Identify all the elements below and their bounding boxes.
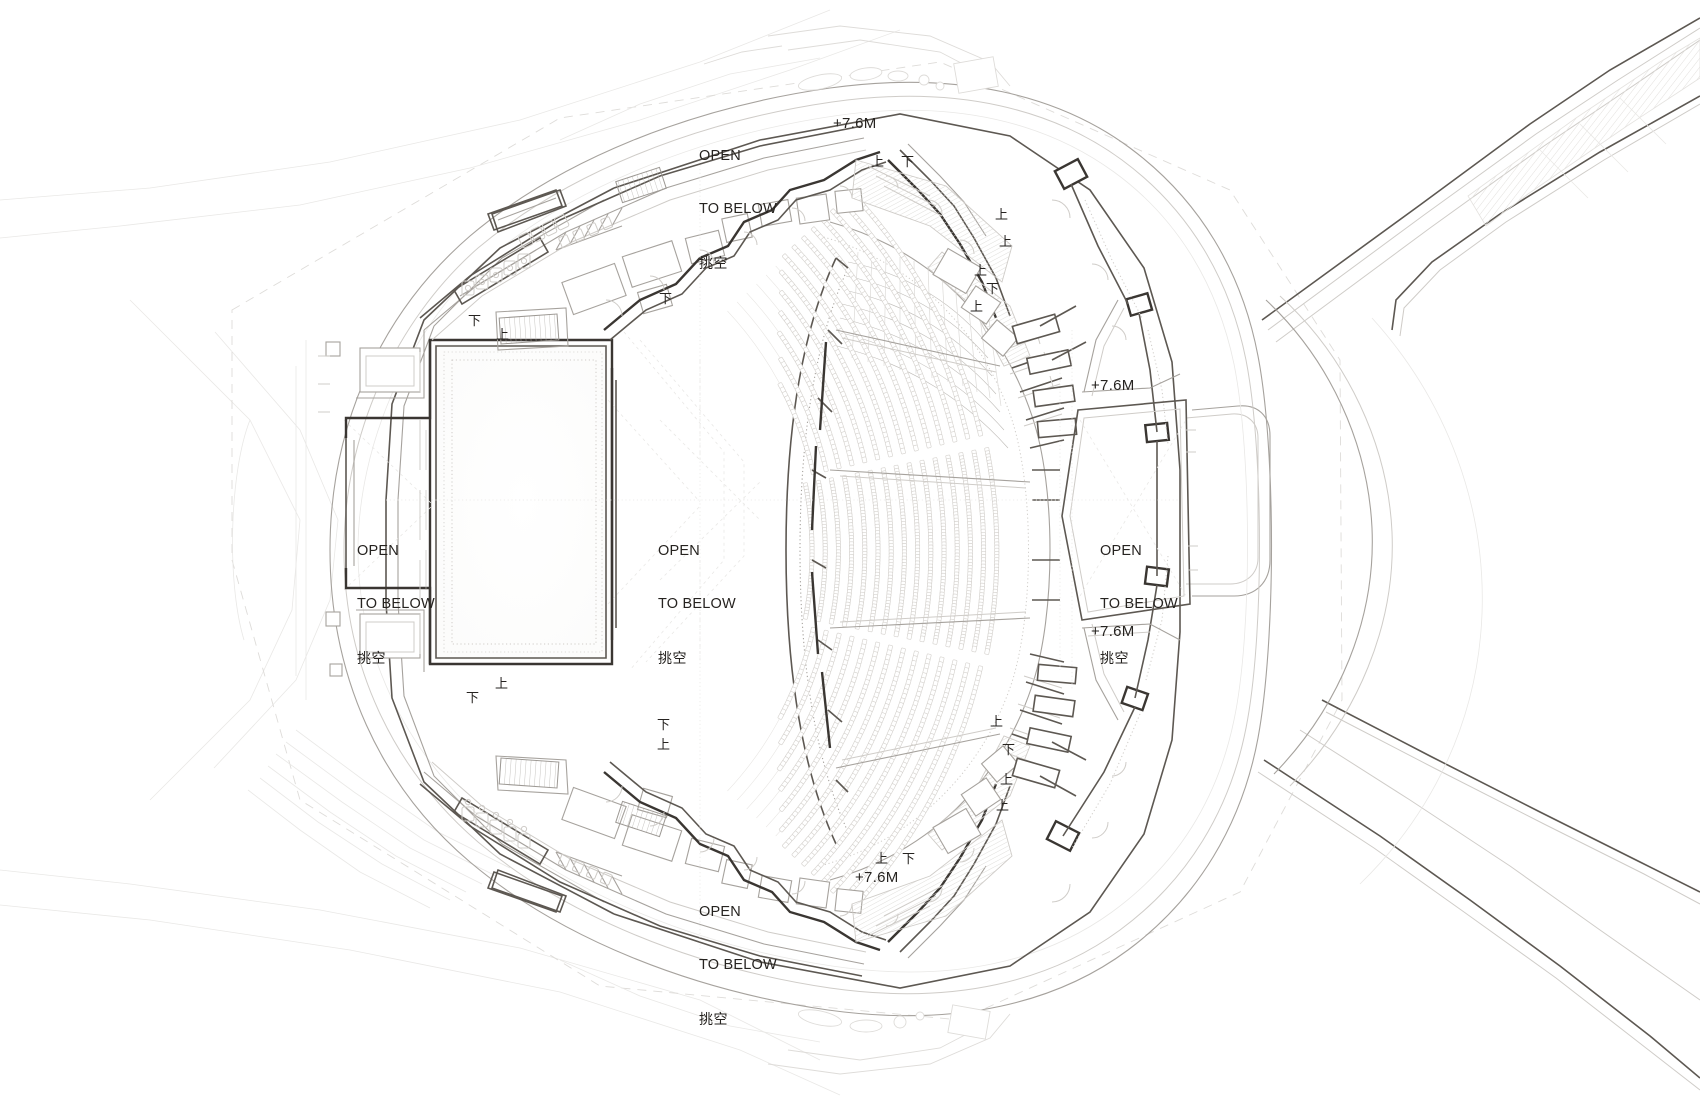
otb-line1: OPEN bbox=[357, 543, 399, 560]
east-terrace bbox=[1061, 373, 1198, 641]
east-entry-bridges bbox=[1059, 299, 1125, 721]
otb-line1: OPEN bbox=[699, 904, 741, 921]
annotation-open-to-below-top: OPEN TO BELOW 挑空 bbox=[699, 113, 777, 289]
south-canopy-details bbox=[559, 959, 1011, 1075]
stair-marker-down: 下 bbox=[657, 717, 671, 732]
otb-line1: OPEN bbox=[699, 148, 741, 165]
seat-block bbox=[802, 447, 1000, 655]
stair-marker-up: 上 bbox=[871, 154, 885, 169]
elevation-marker-right-lower: +7.6M bbox=[1091, 623, 1135, 640]
stair-marker-up: 上 bbox=[974, 263, 988, 278]
stair-marker-down: 下 bbox=[986, 281, 1000, 296]
annotation-open-to-below-center: OPEN TO BELOW 挑空 bbox=[658, 508, 736, 684]
otb-cjk: 挑空 bbox=[699, 1010, 728, 1027]
stair-marker-up: 上 bbox=[495, 676, 509, 691]
stair-marker-up: 上 bbox=[875, 851, 889, 866]
stall-partitions-nw bbox=[555, 207, 623, 251]
center-foyer-void bbox=[623, 331, 761, 671]
stair-marker-up: 上 bbox=[995, 207, 1009, 222]
stair-marker-up: 上 bbox=[990, 714, 1004, 729]
auditorium-seating bbox=[727, 190, 1065, 912]
stair-marker-up: 上 bbox=[657, 737, 671, 752]
elevation-marker-bottom: +7.6M bbox=[855, 869, 899, 886]
southeast-gallery bbox=[851, 663, 1127, 959]
seat-block bbox=[727, 626, 984, 912]
building-envelope bbox=[325, 81, 1273, 1017]
stair-marker-up: 上 bbox=[999, 234, 1013, 249]
north-canopy-details bbox=[559, 25, 1011, 141]
elevation-marker-right-upper: +7.6M bbox=[1091, 377, 1135, 394]
stair-marker-up: 上 bbox=[970, 299, 984, 314]
stall-partitions-sw bbox=[555, 851, 623, 895]
otb-cjk: 挑空 bbox=[357, 649, 386, 666]
stair-marker-down: 下 bbox=[466, 690, 480, 705]
seats bbox=[727, 190, 1000, 912]
stair-marker-down: 下 bbox=[902, 851, 916, 866]
southwest-service-zone bbox=[419, 755, 975, 977]
stair-nw-2 bbox=[615, 166, 667, 204]
otb-cjk: 挑空 bbox=[1100, 649, 1129, 666]
otb-cjk: 挑空 bbox=[699, 254, 728, 271]
stair-marker-up: 上 bbox=[1000, 772, 1014, 787]
stair-marker-down: 下 bbox=[901, 154, 915, 169]
stair-sw bbox=[495, 755, 569, 795]
grid-hints bbox=[386, 150, 1180, 950]
otb-line2: TO BELOW bbox=[357, 596, 435, 613]
annotation-open-to-below-left: OPEN TO BELOW 挑空 bbox=[357, 508, 435, 684]
elevation-marker-top: +7.6M bbox=[833, 115, 877, 132]
otb-line1: OPEN bbox=[1100, 543, 1142, 560]
northwest-service-zone bbox=[419, 125, 975, 351]
stair-marker-down: 下 bbox=[1002, 742, 1016, 757]
restroom-fixtures-sw bbox=[461, 798, 531, 849]
otb-line2: TO BELOW bbox=[658, 596, 736, 613]
balcony-rails bbox=[810, 257, 849, 793]
annotation-open-to-below-bottom: OPEN TO BELOW 挑空 bbox=[699, 869, 777, 1045]
site-context-layer bbox=[0, 9, 1700, 1096]
otb-line2: TO BELOW bbox=[699, 201, 777, 218]
otb-line1: OPEN bbox=[658, 543, 700, 560]
annotation-open-to-below-right: OPEN TO BELOW 挑空 bbox=[1100, 508, 1178, 684]
stair-marker-down: 下 bbox=[659, 291, 673, 306]
stair-nw bbox=[495, 307, 569, 351]
stair-marker-down: 下 bbox=[468, 313, 482, 328]
restroom-fixtures-nw-2 bbox=[518, 214, 570, 249]
structural-nodes bbox=[1045, 157, 1171, 853]
restroom-fixtures-nw bbox=[461, 253, 531, 296]
stair-marker-up: 上 bbox=[496, 327, 510, 342]
northeast-gallery bbox=[851, 143, 1127, 439]
otb-cjk: 挑空 bbox=[658, 649, 687, 666]
otb-line2: TO BELOW bbox=[1100, 596, 1178, 613]
otb-line2: TO BELOW bbox=[699, 957, 777, 974]
stair-sw-2 bbox=[615, 800, 667, 838]
west-exterior bbox=[232, 340, 330, 700]
stair-marker-up: 上 bbox=[996, 798, 1010, 813]
